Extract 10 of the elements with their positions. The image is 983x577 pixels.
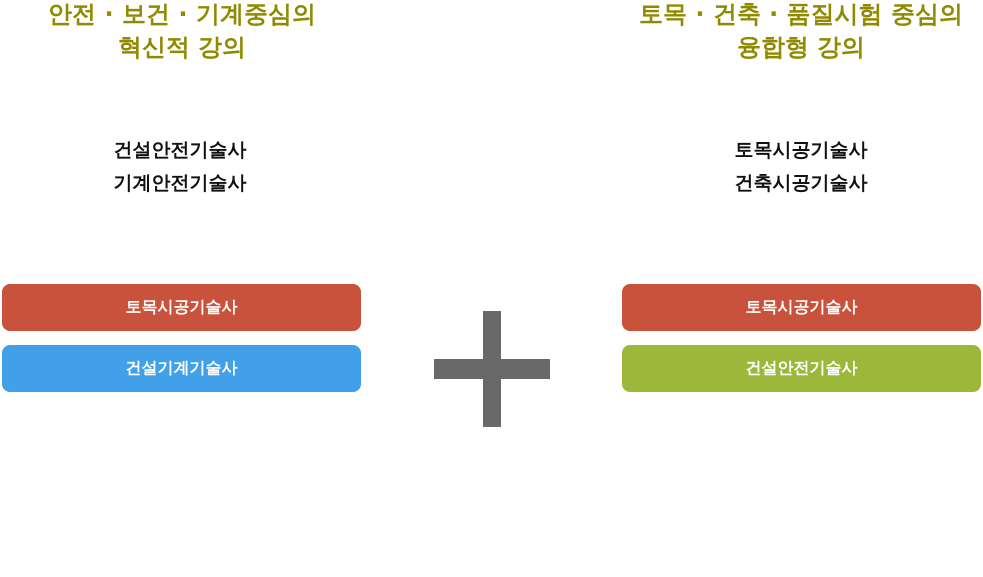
course-name: 기계안전기술사 — [112, 171, 248, 196]
course-bar: 건설안전기술사 — [622, 345, 981, 392]
course-name: 토목시공기술사 — [734, 138, 868, 163]
section-heading: 안전 · 보건 · 기계중심의 혁신적 강의 — [47, 0, 317, 63]
course-bar: 토목시공기술사 — [2, 284, 361, 331]
course-name: 건설안전기술사 — [112, 138, 248, 163]
section-heading: 토목 · 건축 · 품질시험 중심의 융합형 강의 — [638, 0, 964, 63]
course-name: 건축시공기술사 — [734, 171, 868, 196]
course-bar: 건설기계기술사 — [2, 345, 361, 392]
course-bar: 토목시공기술사 — [622, 284, 981, 331]
